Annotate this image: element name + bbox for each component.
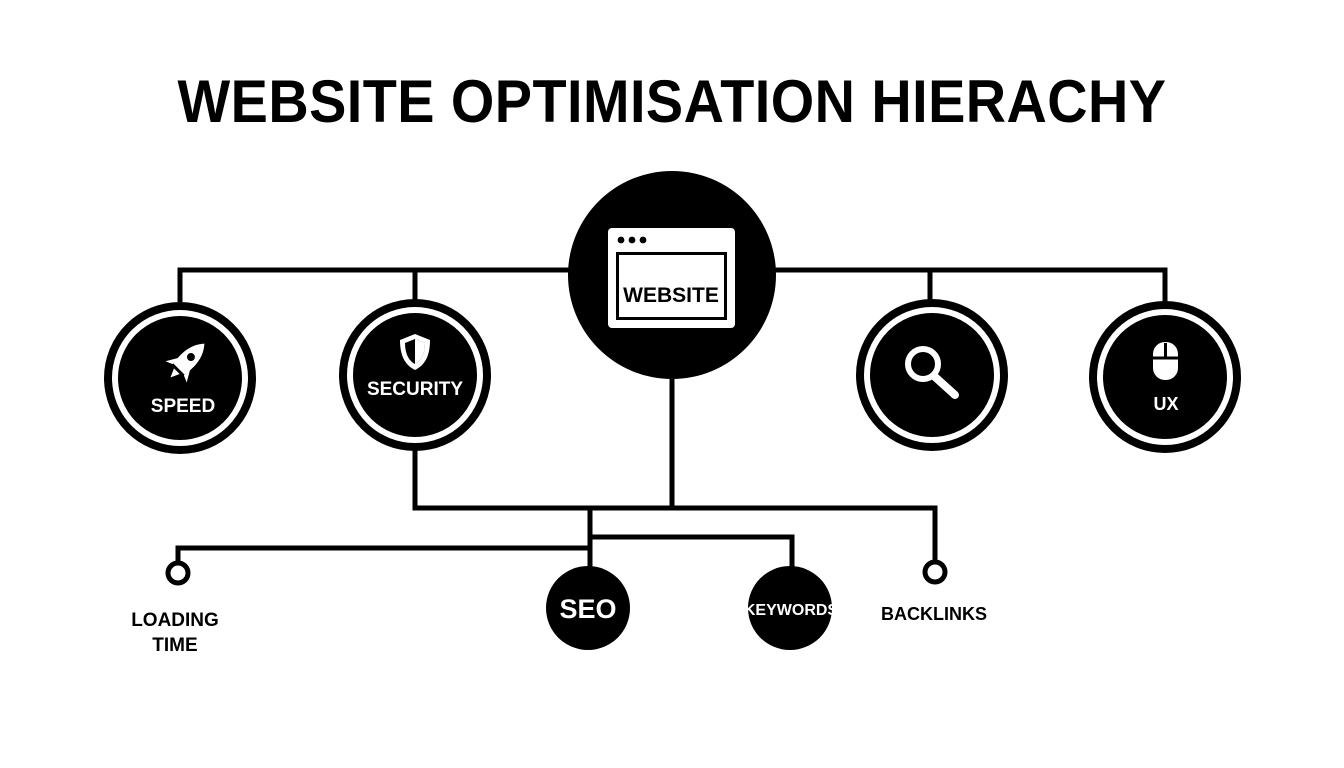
speed-label: SPEED — [151, 396, 215, 417]
loading-time-label-line2: TIME — [152, 635, 197, 656]
speed-node: SPEED — [104, 302, 256, 454]
rocket-icon — [165, 343, 205, 383]
loading-time-node: LOADING TIME — [131, 560, 219, 656]
seo-keywords-branch-line — [587, 534, 795, 570]
shield-icon — [400, 334, 430, 370]
browser-window-icon — [608, 228, 735, 328]
website-label: WEBSITE — [623, 284, 719, 307]
magnifier-icon — [905, 346, 959, 399]
security-label: SECURITY — [367, 379, 463, 400]
keywords-label: KEYWORDS — [744, 602, 839, 619]
lower-branch-line — [412, 448, 938, 560]
ux-node: UX — [1089, 301, 1241, 453]
ux-label: UX — [1153, 394, 1178, 414]
loading-time-branch-line — [175, 545, 590, 562]
search-node — [856, 299, 1008, 451]
mouse-icon — [1153, 342, 1178, 380]
website-node: WEBSITE — [568, 171, 776, 379]
security-node: SECURITY — [339, 299, 491, 451]
keywords-node: KEYWORDS — [744, 566, 839, 650]
loading-time-label-line1: LOADING — [131, 610, 219, 631]
backlinks-node: BACKLINKS — [881, 559, 987, 624]
seo-node: SEO — [546, 566, 630, 650]
diagram-title: WEBSITE OPTIMISATION HIERACHY — [177, 68, 1167, 135]
backlinks-label: BACKLINKS — [881, 604, 987, 624]
seo-label: SEO — [559, 594, 616, 624]
